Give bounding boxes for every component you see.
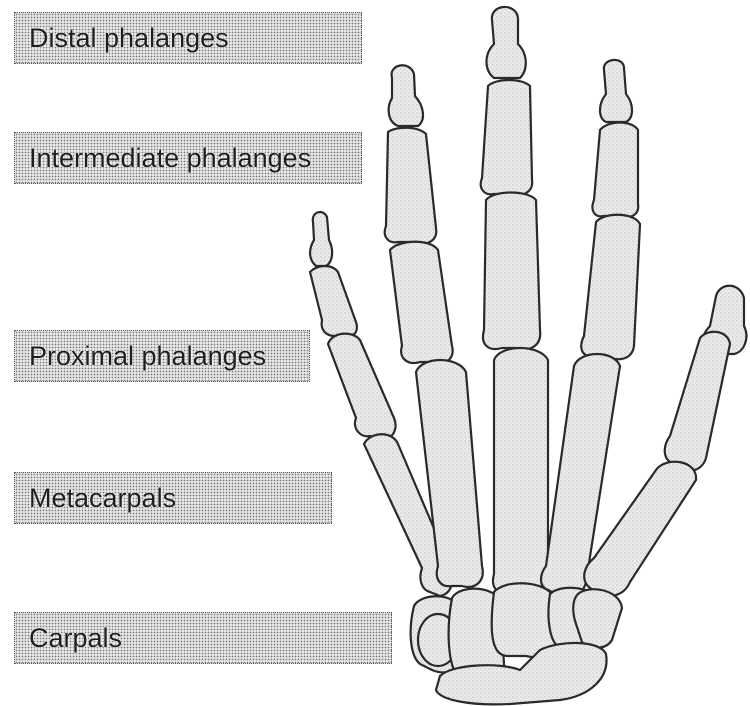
- middle-finger-bones: [481, 7, 549, 595]
- carpal-bones: [411, 583, 622, 704]
